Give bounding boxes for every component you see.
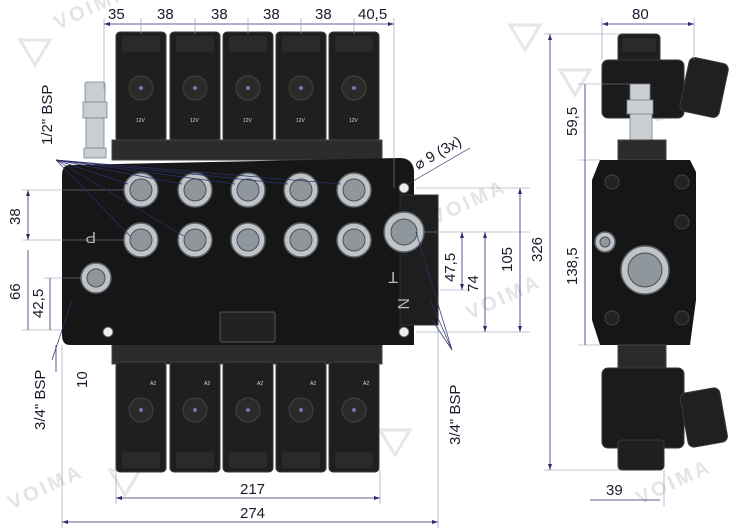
mount-hole-3 [102, 326, 114, 338]
dim-side-326: 326 [529, 237, 546, 262]
dim-left-10: 10 [74, 371, 91, 388]
inlet-leaders [55, 159, 342, 237]
watermark-logo-2 [507, 23, 543, 53]
top-section-plate [111, 139, 383, 161]
watermark-logo-3 [557, 68, 593, 98]
dim-top-38b: 38 [211, 6, 228, 23]
bottom-coil-1: A2 [115, 361, 167, 473]
label-work-right-bsp: 3/4" BSP [447, 385, 464, 445]
dim-right-105: 105 [499, 247, 516, 272]
bottom-coil-3-code: A2 [257, 381, 263, 387]
dim-top-38c: 38 [263, 6, 280, 23]
mount-hole-1 [398, 182, 410, 194]
inlet-fitting [82, 81, 108, 159]
dim-right-47-5: 47,5 [442, 253, 459, 282]
work-left-leader [51, 299, 73, 361]
side-view [592, 33, 729, 471]
dim-217: 217 [240, 481, 265, 498]
label-inlet-bsp: 1/2" BSP [39, 85, 56, 145]
nameplate [219, 311, 276, 343]
top-coil-1: 12V [115, 31, 167, 143]
top-coil-5-voltage: 12V [349, 118, 359, 124]
watermark-logo-1 [17, 38, 53, 68]
hole-leader [407, 147, 471, 185]
dim-top-38a: 38 [157, 6, 174, 23]
side-dimensions [544, 18, 695, 506]
top-coil-1-voltage: 12V [136, 118, 146, 124]
watermark-logo-4 [377, 428, 413, 458]
dim-top-35: 35 [108, 6, 125, 23]
ports-row-a [123, 172, 372, 208]
top-dimension-chain [103, 18, 395, 188]
dim-side-39: 39 [606, 482, 623, 499]
top-coil-2-voltage: 12V [190, 118, 200, 124]
bottom-coil-4: A2 [275, 361, 327, 473]
top-coil-2: 12V [169, 31, 221, 143]
dim-side-59-5: 59,5 [564, 107, 581, 136]
body-letter-t: T [388, 268, 398, 285]
dim-right-74: 74 [465, 275, 482, 292]
dim-left-38: 38 [7, 208, 24, 225]
top-coil-4-voltage: 12V [296, 118, 306, 124]
bottom-coil-4-code: A2 [310, 381, 316, 387]
work-right-leaders [415, 231, 453, 351]
body-letter-n: N [394, 298, 411, 310]
dim-side-80: 80 [632, 6, 649, 23]
bottom-coil-5: A2 [328, 361, 380, 473]
bottom-coil-2: A2 [169, 361, 221, 473]
top-coils: 12V 12V 12V 12V 12V [115, 31, 380, 143]
dim-left-42-5: 42,5 [30, 289, 47, 318]
port-p-inner [86, 268, 106, 288]
watermark-text-5: VOIMA [5, 461, 87, 515]
dim-left-66: 66 [7, 283, 24, 300]
bottom-coil-3: A2 [222, 361, 274, 473]
watermark-text-2: VOIMA [428, 176, 510, 230]
bottom-dimensions [61, 325, 439, 528]
dim-top-40-5: 40,5 [358, 6, 387, 23]
right-dimensions [416, 187, 530, 333]
arrowheads [26, 22, 694, 524]
bottom-coil-2-code: A2 [204, 381, 210, 387]
dim-side-138-5: 138,5 [564, 247, 581, 285]
watermark-logo-5 [107, 468, 143, 498]
label-work-left-bsp: 3/4" BSP [32, 370, 49, 430]
bottom-coil-5-code: A2 [363, 381, 369, 387]
mount-hole-2 [398, 326, 410, 338]
label-hole: ⌀ 9 (3x) [412, 133, 465, 173]
ports-row-b [123, 222, 372, 258]
top-coil-3: 12V [222, 31, 274, 143]
bottom-coils: A2 A2 A2 A2 A2 [115, 361, 380, 473]
bottom-coil-1-code: A2 [150, 381, 156, 387]
dim-top-38d: 38 [315, 6, 332, 23]
top-coil-5: 12V [328, 31, 380, 143]
top-coil-3-voltage: 12V [243, 118, 253, 124]
dim-274: 274 [240, 505, 265, 522]
body-letter-p: P [85, 228, 96, 245]
port-t-inner [390, 218, 418, 246]
top-coil-4: 12V [275, 31, 327, 143]
